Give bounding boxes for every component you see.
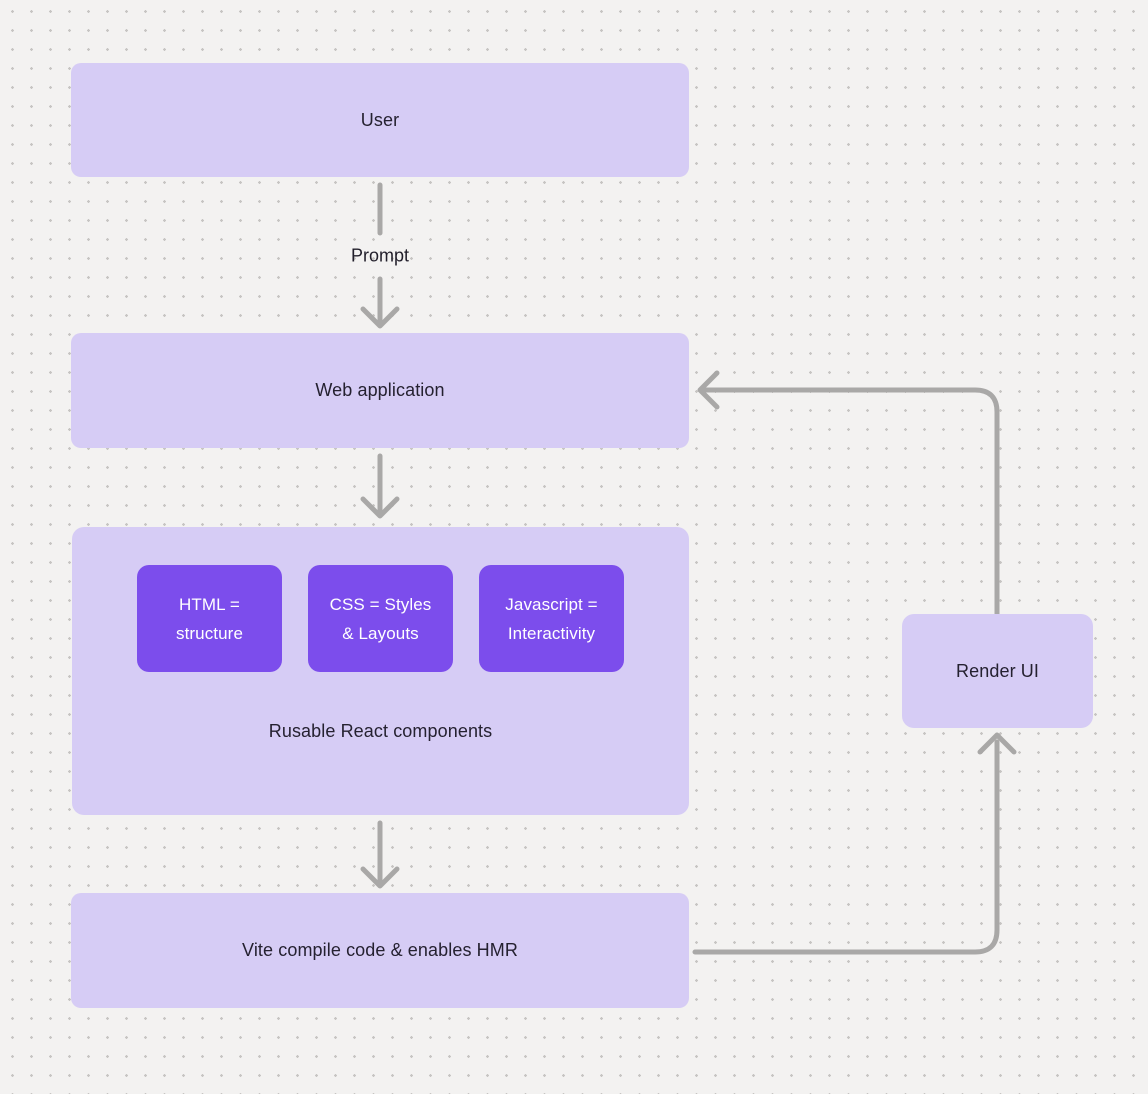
chip-row: HTML = structure CSS = Styles & Layouts … xyxy=(137,565,624,672)
node-web-application-label: Web application xyxy=(315,380,445,400)
components-group-caption: Rusable React components xyxy=(268,721,493,741)
chip-javascript-line1: Javascript = xyxy=(505,594,598,614)
chip-css[interactable]: CSS = Styles & Layouts xyxy=(308,565,453,672)
node-user[interactable]: User xyxy=(71,63,689,177)
node-web-application[interactable]: Web application xyxy=(71,333,689,448)
node-components-group[interactable]: HTML = structure CSS = Styles & Layouts … xyxy=(72,527,689,815)
chip-css-line1: CSS = Styles xyxy=(329,594,432,614)
chip-css-line2: & Layouts xyxy=(342,623,419,643)
arrow-down-icon xyxy=(360,496,400,519)
node-vite-label: Vite compile code & enables HMR xyxy=(242,940,518,960)
arrow-down-icon xyxy=(360,306,400,329)
arrow-down-icon xyxy=(360,866,400,889)
node-user-label: User xyxy=(360,109,400,130)
chip-html-line2: structure xyxy=(175,623,244,643)
node-render-ui-label: Render UI xyxy=(956,660,1039,681)
arrow-left-icon xyxy=(697,370,720,410)
node-vite[interactable]: Vite compile code & enables HMR xyxy=(71,893,689,1008)
chip-javascript-line2: Interactivity xyxy=(507,623,596,643)
chip-javascript[interactable]: Javascript = Interactivity xyxy=(479,565,624,672)
chip-html-line1: HTML = xyxy=(179,594,240,614)
edge-label-prompt: Prompt xyxy=(350,245,410,266)
chip-html[interactable]: HTML = structure xyxy=(137,565,282,672)
node-render-ui[interactable]: Render UI xyxy=(902,614,1093,728)
arrow-up-icon xyxy=(977,732,1017,755)
edge-vite-to-render xyxy=(692,739,1000,955)
edge-render-to-webapp xyxy=(698,387,1000,617)
